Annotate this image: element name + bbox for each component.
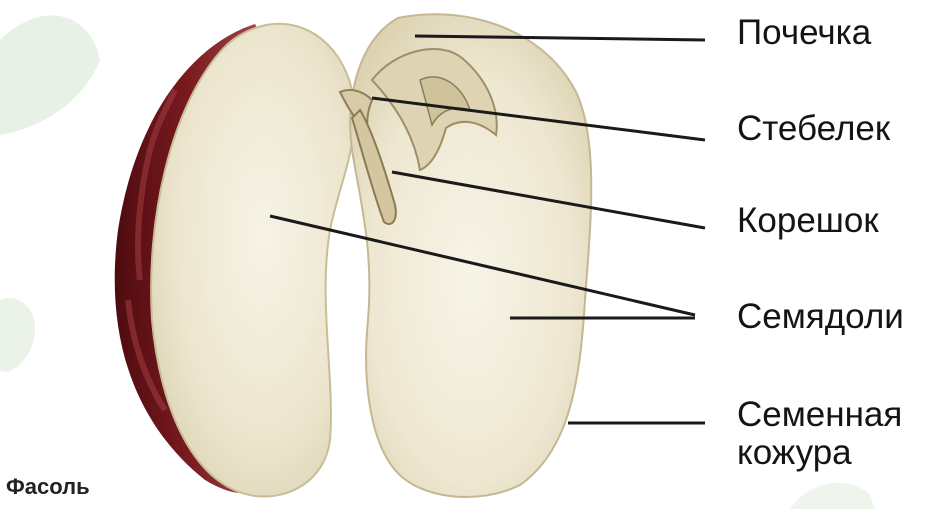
label-seed-coat: Семенная кожура xyxy=(737,396,937,472)
background-leaf-lower-right xyxy=(790,483,875,509)
label-cotyledons: Семядоли xyxy=(737,298,904,336)
label-bud: Почечка xyxy=(737,14,871,52)
background-leaf-middle xyxy=(0,298,35,372)
seed-name-caption: Фасоль xyxy=(6,474,90,500)
label-stem: Стебелек xyxy=(737,110,890,148)
background-leaf-upper xyxy=(0,15,100,135)
label-root: Корешок xyxy=(737,202,879,240)
